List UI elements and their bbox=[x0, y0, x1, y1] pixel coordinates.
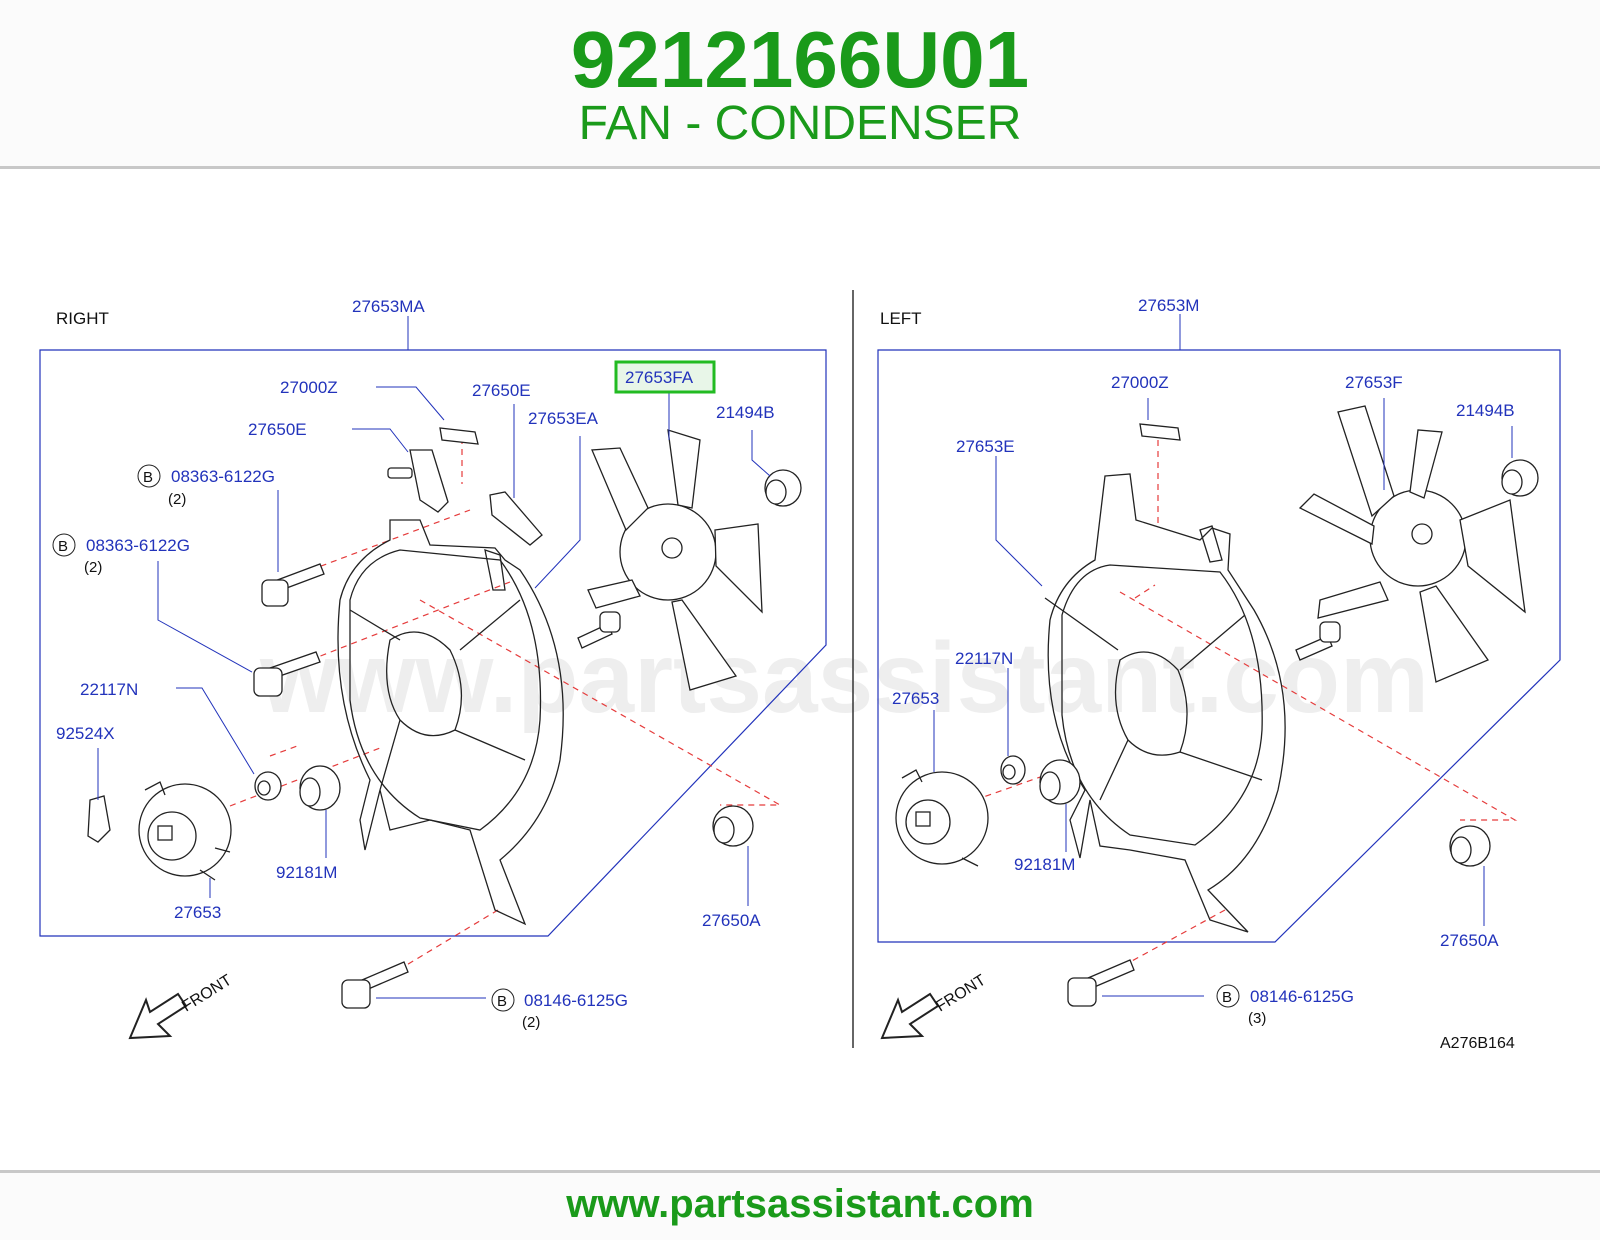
right-bolt-bottom bbox=[341, 961, 409, 1009]
label-21494B-left[interactable]: 21494B bbox=[1456, 401, 1515, 420]
leader-bracket-a bbox=[352, 428, 409, 453]
label-08146-6125G-right[interactable]: B 08146-6125G (2) bbox=[491, 988, 628, 1031]
label-27653-left[interactable]: 27653 bbox=[892, 689, 939, 708]
leader-grommet bbox=[751, 430, 771, 477]
right-panel: RIGHT bbox=[39, 297, 827, 1040]
left-bolt-fan bbox=[1295, 621, 1341, 661]
leader-bolt-b bbox=[157, 561, 253, 673]
left-grommet bbox=[1501, 459, 1539, 497]
svg-text:08363-6122G: 08363-6122G bbox=[86, 536, 190, 555]
label-27653F[interactable]: 27653F bbox=[1345, 373, 1403, 392]
leader-shroud bbox=[534, 436, 581, 589]
label-27650E-upper[interactable]: 27650E bbox=[472, 381, 531, 400]
header-divider bbox=[0, 166, 1600, 169]
footer-url[interactable]: www.partsassistant.com bbox=[566, 1182, 1034, 1226]
svg-text:FRONT: FRONT bbox=[179, 972, 235, 1016]
right-title: RIGHT bbox=[56, 309, 109, 328]
svg-text:FRONT: FRONT bbox=[933, 972, 989, 1016]
svg-text:08146-6125G: 08146-6125G bbox=[524, 991, 628, 1010]
left-assembly-frame bbox=[877, 349, 1561, 943]
svg-text:B: B bbox=[58, 538, 68, 555]
right-bolt-upper bbox=[261, 563, 325, 607]
left-dash-lines bbox=[974, 440, 1518, 963]
label-27650A-right[interactable]: 27650A bbox=[702, 911, 761, 930]
label-92181M-right[interactable]: 92181M bbox=[276, 863, 337, 882]
right-fan bbox=[587, 429, 763, 691]
svg-text:(2): (2) bbox=[522, 1014, 540, 1031]
part-name: FAN - CONDENSER bbox=[578, 97, 1022, 150]
left-title: LEFT bbox=[880, 309, 922, 328]
svg-text:B: B bbox=[143, 469, 153, 486]
selected-part-highlight bbox=[614, 360, 716, 394]
svg-text:08363-6122G: 08363-6122G bbox=[171, 467, 275, 486]
label-08146-6125G-left[interactable]: B 08146-6125G (3) bbox=[1216, 984, 1354, 1027]
right-bushing bbox=[299, 765, 341, 811]
label-08363-6122G-lower[interactable]: B 08363-6122G (2) bbox=[52, 533, 190, 576]
left-bolt-bottom bbox=[1067, 959, 1135, 1007]
header-band bbox=[0, 0, 1600, 168]
right-bracket-upper bbox=[387, 449, 449, 513]
label-27000Z-left[interactable]: 27000Z bbox=[1111, 373, 1169, 392]
left-fan bbox=[1298, 405, 1526, 683]
label-27653FA[interactable]: 27653FA bbox=[625, 368, 694, 387]
left-washer bbox=[1000, 755, 1026, 785]
left-bushing bbox=[1039, 759, 1081, 805]
right-bolt-fan bbox=[577, 611, 621, 649]
right-front-arrow: FRONT bbox=[128, 972, 235, 1040]
left-front-arrow: FRONT bbox=[880, 972, 989, 1040]
label-27653-right[interactable]: 27653 bbox=[174, 903, 221, 922]
svg-text:B: B bbox=[497, 993, 507, 1010]
part-number: 9212166U01 bbox=[570, 15, 1030, 104]
right-assembly-frame bbox=[39, 349, 827, 937]
label-27000Z-right[interactable]: 27000Z bbox=[280, 378, 338, 397]
leader-shroud-left bbox=[995, 456, 1043, 587]
label-08363-6122G-upper[interactable]: B 08363-6122G (2) bbox=[137, 464, 275, 508]
svg-text:(2): (2) bbox=[84, 559, 102, 576]
label-22117N-right[interactable]: 22117N bbox=[80, 680, 138, 699]
right-insulator bbox=[712, 805, 754, 847]
diagram-code: A276B164 bbox=[1440, 1035, 1515, 1052]
left-shroud bbox=[1044, 473, 1286, 933]
footer-band bbox=[0, 1172, 1600, 1240]
watermark: www.partsassistant.com bbox=[259, 622, 1429, 734]
label-22117N-left[interactable]: 22117N bbox=[955, 649, 1013, 668]
right-washer bbox=[254, 771, 282, 801]
label-27653EA[interactable]: 27653EA bbox=[528, 409, 599, 428]
label-27650E-lower[interactable]: 27650E bbox=[248, 420, 307, 439]
svg-text:(3): (3) bbox=[1248, 1010, 1266, 1027]
right-shroud bbox=[337, 519, 564, 926]
right-label-plate bbox=[439, 427, 479, 445]
left-label-plate bbox=[1139, 423, 1181, 441]
right-grommet bbox=[764, 469, 802, 507]
label-92181M-left[interactable]: 92181M bbox=[1014, 855, 1075, 874]
left-motor bbox=[895, 769, 989, 867]
right-bolt-lower bbox=[253, 651, 321, 697]
leader-label-plate bbox=[376, 386, 445, 421]
left-insulator bbox=[1449, 825, 1491, 867]
footer-divider bbox=[0, 1170, 1600, 1173]
svg-text:B: B bbox=[1222, 989, 1232, 1006]
label-92524X[interactable]: 92524X bbox=[56, 724, 115, 743]
label-27650A-left[interactable]: 27650A bbox=[1440, 931, 1499, 950]
parts-diagram: www.partsassistant.com RIGHT bbox=[39, 290, 1561, 1052]
leader-washer bbox=[176, 687, 255, 775]
right-clip bbox=[87, 795, 111, 843]
svg-text:(2): (2) bbox=[168, 491, 186, 508]
label-27653M[interactable]: 27653M bbox=[1138, 296, 1199, 315]
label-27653MA[interactable]: 27653MA bbox=[352, 297, 425, 316]
label-21494B-right[interactable]: 21494B bbox=[716, 403, 775, 422]
right-bracket-lower bbox=[489, 491, 543, 546]
svg-text:08146-6125G: 08146-6125G bbox=[1250, 987, 1354, 1006]
label-27653E[interactable]: 27653E bbox=[956, 437, 1015, 456]
right-motor bbox=[138, 781, 232, 881]
